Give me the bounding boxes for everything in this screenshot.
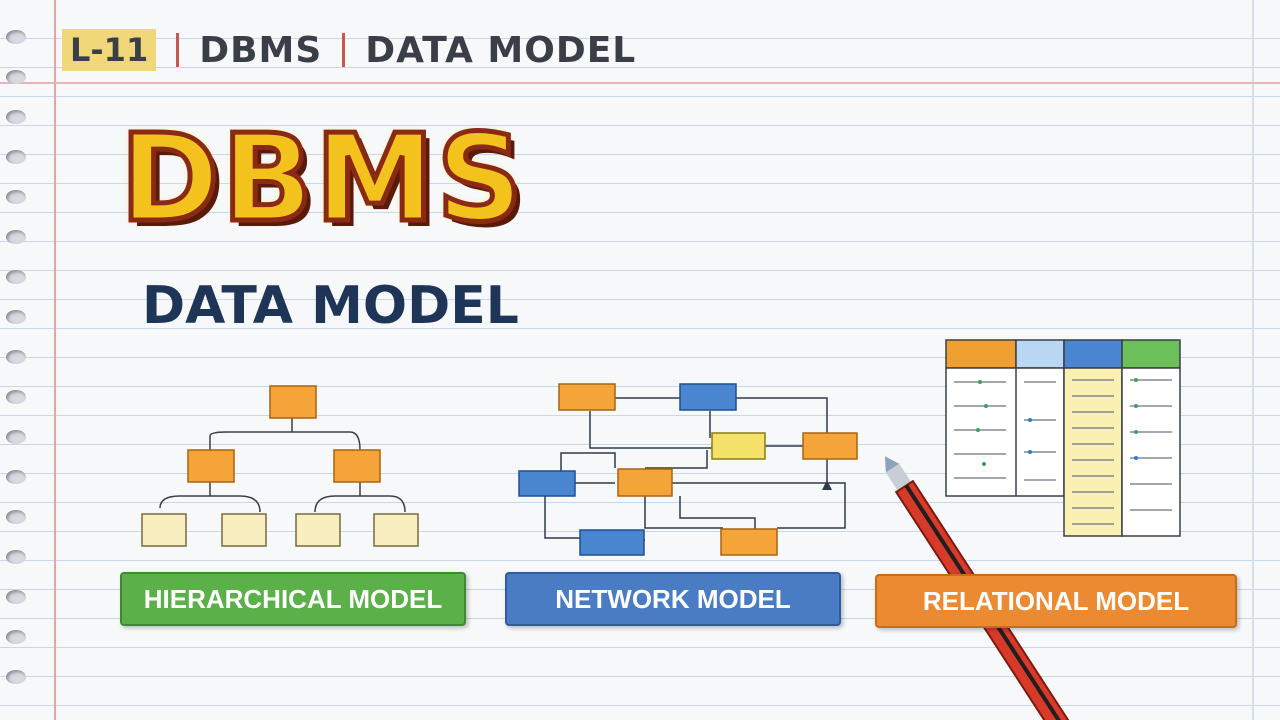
spiral-binding [0, 0, 36, 720]
binding-hole [6, 550, 26, 564]
network-diagram [518, 383, 858, 556]
lesson-header: L-11 DBMS DATA MODEL [62, 28, 636, 72]
margin-line [54, 0, 56, 720]
table-header-cell [1015, 339, 1065, 369]
lesson-badge: L-11 [62, 29, 157, 71]
binding-hole [6, 630, 26, 644]
binding-hole [6, 30, 26, 44]
network-node [711, 432, 766, 460]
network-node [617, 468, 673, 497]
hierarchical-diagram [141, 385, 419, 547]
leaf-node [141, 513, 187, 547]
binding-hole [6, 470, 26, 484]
header-separator [342, 33, 346, 67]
binding-hole [6, 350, 26, 364]
table-column [1121, 367, 1181, 537]
binding-hole [6, 670, 26, 684]
hierarchical-model-label: HIERARCHICAL MODEL [120, 572, 466, 626]
binding-hole [6, 270, 26, 284]
binding-hole [6, 590, 26, 604]
course-name: DBMS [199, 29, 323, 71]
child-node [333, 449, 381, 483]
network-node [518, 470, 576, 497]
topic-name: DATA MODEL [365, 29, 637, 71]
leaf-node [295, 513, 341, 547]
binding-hole [6, 150, 26, 164]
leaf-node [373, 513, 419, 547]
network-node [679, 383, 737, 411]
page-edge [1252, 0, 1254, 720]
relational-diagram [945, 339, 1181, 537]
binding-hole [6, 510, 26, 524]
binding-hole [6, 190, 26, 204]
table-header-cell [1063, 339, 1123, 369]
binding-hole [6, 70, 26, 84]
binding-hole [6, 390, 26, 404]
table-header-cell [945, 339, 1017, 369]
child-node [187, 449, 235, 483]
binding-hole [6, 430, 26, 444]
network-node [720, 528, 778, 556]
header-separator [176, 33, 180, 67]
table-header-cell [1121, 339, 1181, 369]
header-rule [0, 82, 1280, 84]
network-node [579, 529, 645, 556]
binding-hole [6, 230, 26, 244]
hero-subtitle: DATA MODEL [142, 276, 519, 336]
network-node [802, 432, 858, 460]
binding-hole [6, 110, 26, 124]
table-body [945, 367, 1065, 497]
leaf-node [221, 513, 267, 547]
network-model-label: NETWORK MODEL [505, 572, 841, 626]
network-node [558, 383, 616, 411]
hero-title: DBMS [118, 108, 526, 252]
relational-model-label: RELATIONAL MODEL [875, 574, 1237, 628]
root-node [269, 385, 317, 419]
binding-hole [6, 310, 26, 324]
